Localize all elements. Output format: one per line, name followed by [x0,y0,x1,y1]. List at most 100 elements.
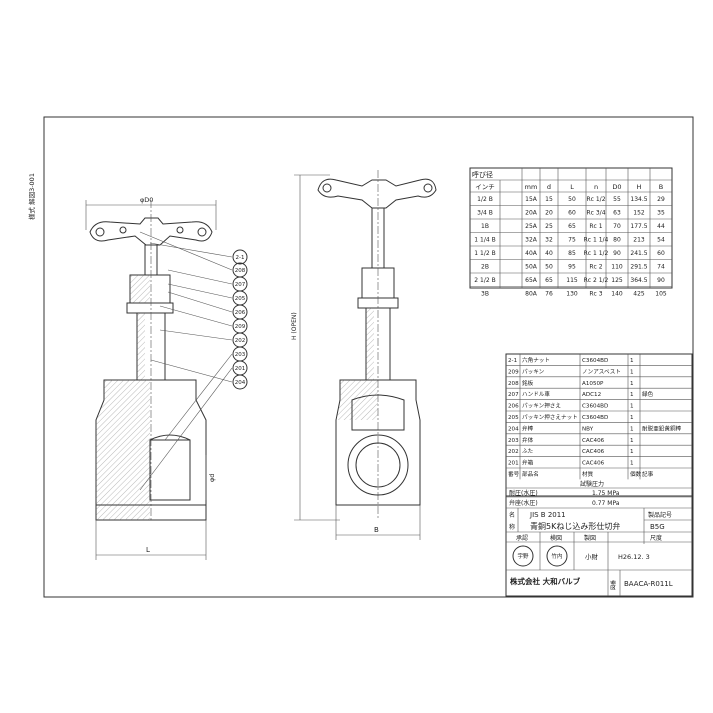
dim-l: L [146,546,150,554]
dimension-table-cell: 15A [525,196,538,203]
parts-cell: C3604BD [582,415,608,421]
parts-cell: 2-1 [508,358,518,364]
parts-cell: 1 [630,358,634,364]
dim-h-open: H (OPEN) [291,312,298,340]
dimension-table-cell: 15 [545,196,553,203]
product-no: B5G [650,523,665,531]
callout: 206 [235,310,246,316]
dimension-table-cell: 364.5 [630,277,647,284]
dimension-table-header: インチ [475,183,495,191]
dimension-table-cell: 50 [568,196,576,203]
product-no-label: 製品記号 [648,511,672,519]
dim-phi-d0: φD0 [140,196,153,204]
dimension-table-cell: 32A [525,237,538,244]
callouts: 2-1 208 207 205 206 209 202 203 201 204 [232,249,248,390]
dimension-table-cell: 60 [568,210,576,217]
dimension-table-cell: 105 [655,291,667,298]
dimension-table-cell: 2 1/2 B [474,277,495,284]
checker-stamp [546,545,568,567]
dimension-table-cell: 90 [613,250,621,257]
parts-cell: 弁棒 [522,424,534,432]
parts-cell: CAC406 [582,461,605,467]
dimension-table-cell: Rc 1 [589,223,602,230]
parts-header: 部品名 [522,470,539,478]
dimension-table-cell: 2B [481,264,489,271]
dimension-table-cell: 65 [545,277,553,284]
standard: JIS B 2011 [529,511,566,519]
seat-pressure-label: 弁座(水圧) [509,499,538,507]
approver-stamp [512,545,534,567]
dimension-table-cell: 177.5 [630,223,647,230]
parts-cell: 1 [630,461,634,467]
dimension-table-cell: 75 [568,237,576,244]
company-name: 株式会社 大和バルブ [510,576,581,586]
dimension-table-header: L [570,183,574,191]
parts-cell: 銘板 [522,379,534,387]
dimension-table-cell: 35 [657,210,665,217]
dimension-table-cell: 32 [545,237,553,244]
callout: 207 [235,282,246,288]
dimension-table-cell: 152 [633,210,645,217]
approver-stamp-text: 宇野 [517,552,529,560]
drawing-date: H26.12. 3 [618,553,650,561]
dimension-table-cell: 25A [525,223,538,230]
callout: 201 [235,366,246,372]
parts-cell: 201 [508,461,519,467]
dimension-table-cell: 65 [568,223,576,230]
side-label: 様式 解図3-001 [27,173,36,220]
parts-header: 個数 [630,470,642,478]
dimension-table-cell: 85 [568,250,576,257]
shell-pressure-value: 1.75 MPa [592,490,620,497]
dimension-table-cell: 115 [566,277,578,284]
parts-cell: パッキン押さえナット [522,413,578,421]
dimension-table-cell: 241.5 [630,250,647,257]
dimension-table-cell: 1 1/4 B [474,237,495,244]
parts-cell: ハンドル車 [522,390,550,398]
parts-cell: 206 [508,404,519,410]
parts-header: 材質 [582,470,594,478]
parts-cell: 1 [630,392,634,398]
title-block: 試験圧力 耐圧(水圧) 1.75 MPa 弁座(水圧) 0.77 MPa 名 称… [505,480,693,597]
dimension-table-cell: Rc 2 [589,264,602,271]
parts-cell: NBY [582,426,594,432]
dimension-table-cell: 130 [566,291,578,298]
product-title: 青銅5Kねじ込み形仕切弁 [530,521,620,531]
dimension-table-cell: Rc 1/2 [586,196,605,203]
dimension-table-cell: 70 [613,223,621,230]
dimension-table-cell: 1/2 B [477,196,493,203]
parts-cell: 緑色 [642,390,654,398]
sheet-border [43,116,694,598]
dimension-table-header: D0 [612,183,621,191]
parts-cell: 1 [630,438,634,444]
test-pressure-title: 試験圧力 [580,480,604,488]
dimension-table-cell: Rc 1 1/4 [584,237,609,244]
callout: 202 [235,338,246,344]
parts-cell: ふた [522,448,534,455]
dimension-table-cell: 76 [545,291,553,298]
draw-label: 製図 [584,534,596,542]
dimension-table-cell: Rc 3/4 [586,210,605,217]
dimension-table-cell: 95 [568,264,576,271]
dimension-table-group-header: 呼び径 [472,170,493,179]
dimension-table-cell: Rc 3 [589,291,602,298]
parts-cell: パッキン押さえ [522,402,561,410]
dimension-table-cell: 140 [611,291,623,298]
parts-cell: ADC12 [582,392,601,398]
dimension-table-cell: 74 [657,264,665,271]
parts-cell: 弁箱 [522,459,534,467]
dimension-table-cell: 134.5 [630,196,647,203]
shell-pressure-label: 耐圧(水圧) [509,489,538,497]
dimension-table-cell: 40 [545,250,553,257]
parts-cell: 1 [630,415,634,421]
dimension-table-cell: 125 [611,277,623,284]
drawing-no: BAACA-R011L [624,580,673,588]
dimension-table-cell: 29 [657,196,665,203]
parts-cell: ノンアスベスト [582,368,621,375]
parts-cell: C3604BD [582,404,608,410]
parts-cell: 203 [508,438,519,444]
parts-cell: 1 [630,369,634,375]
dimension-table-cell: 110 [611,264,623,271]
